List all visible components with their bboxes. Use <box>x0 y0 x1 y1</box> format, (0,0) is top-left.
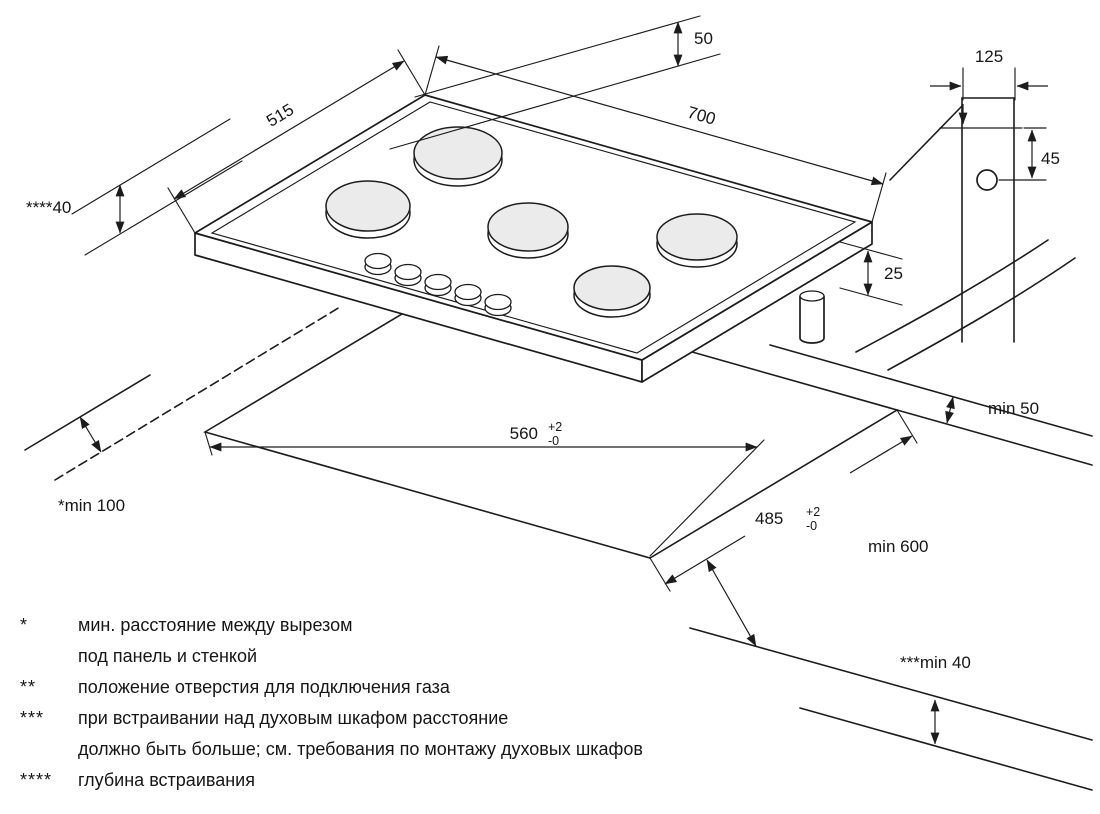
knob <box>424 273 452 297</box>
dim-tol-minus: -0 <box>806 519 817 533</box>
break-curve <box>887 257 1076 371</box>
footnote-text: должно быть больше; см. требования по мо… <box>78 739 643 759</box>
rear-wall-line <box>769 344 1093 437</box>
dim-label-rear-clearance: min 50 <box>988 399 1039 418</box>
footnote-text: под панель и стенкой <box>78 646 258 666</box>
footnote-text: положение отверстия для подключения газа <box>78 677 450 697</box>
footnote-text: глубина встраивания <box>78 770 255 790</box>
dim-gas-hole-y: 45 <box>998 127 1060 181</box>
footnote-row: * мин. расстояние между вырезом под пане… <box>20 610 900 672</box>
dim-tol-plus: +2 <box>806 505 820 519</box>
dim-gas-hole-x: 125 <box>930 47 1048 125</box>
burner <box>656 213 738 268</box>
footnote-marker: *** <box>20 708 45 728</box>
dim-oven-clearance: ***min 40 <box>900 653 971 745</box>
dim-cutout-width: 560 +2 -0 <box>204 420 765 557</box>
knob <box>484 293 512 317</box>
dim-label-oven-clearance: ***min 40 <box>900 653 971 672</box>
dim-label-cutout-depth: 485 <box>755 509 783 528</box>
dim-cutout-depth: 485 +2 -0 <box>649 409 918 592</box>
knob <box>454 283 482 307</box>
control-knobs <box>364 252 512 317</box>
footnote-marker: **** <box>20 770 53 790</box>
footnote-marker: ** <box>20 677 37 697</box>
burner <box>325 180 411 239</box>
footnote-row: *** при встраивании над духовым шкафом р… <box>20 703 900 765</box>
dim-front-clearance: min 600 <box>706 537 928 647</box>
dim-rear-clearance: min 50 <box>945 396 1039 424</box>
dim-label-cutout-width: 560 <box>510 424 538 443</box>
dim-label-wall-clearance: *min 100 <box>58 496 125 515</box>
cabinet-side-panel <box>855 97 1076 371</box>
knob <box>364 252 392 276</box>
dim-label-front-clearance: min 600 <box>868 537 928 556</box>
oven-clearance-line <box>799 707 1093 791</box>
break-curve <box>855 239 1049 353</box>
dim-label-hob-width: 700 <box>685 103 718 129</box>
worktop-corner-edge <box>889 105 963 181</box>
dim-label-profile-height: 25 <box>884 264 903 283</box>
knob <box>394 263 422 287</box>
footnotes: * мин. расстояние между вырезом под пане… <box>20 610 900 796</box>
dim-label-gas-hole-x: 125 <box>975 47 1003 66</box>
dim-label-hob-depth: 515 <box>263 100 297 131</box>
footnote-marker: * <box>20 615 29 635</box>
gas-pipe <box>799 290 825 344</box>
footnote-row: ** положение отверстия для подключения г… <box>20 672 900 703</box>
burner <box>413 126 503 187</box>
dim-label-burner-offset: 50 <box>694 29 713 48</box>
dim-label-gas-hole-y: 45 <box>1041 149 1060 168</box>
dim-wall-clearance: *min 100 <box>58 416 125 515</box>
worktop-rear-edge-line <box>896 409 1093 466</box>
wall-edge-line <box>24 374 151 451</box>
dim-embedding-depth: ****40 <box>26 118 243 256</box>
footnote-row: **** глубина встраивания <box>20 765 900 796</box>
dim-tol-plus: +2 <box>548 420 562 434</box>
footnote-text: мин. расстояние между вырезом <box>78 615 353 635</box>
burner <box>573 265 651 318</box>
worktop-front-edge-line <box>689 627 1093 741</box>
burner <box>487 202 569 259</box>
footnote-text: при встраивании над духовым шкафом расст… <box>78 708 509 728</box>
dim-tol-minus: -0 <box>548 434 559 448</box>
dim-label-embedding-depth: ****40 <box>26 198 71 217</box>
dim-profile-height: 25 <box>839 241 903 306</box>
gas-hole <box>976 169 998 191</box>
cutout-hidden-edge-line <box>54 306 341 481</box>
dim-burner-offset: 50 <box>389 15 721 150</box>
